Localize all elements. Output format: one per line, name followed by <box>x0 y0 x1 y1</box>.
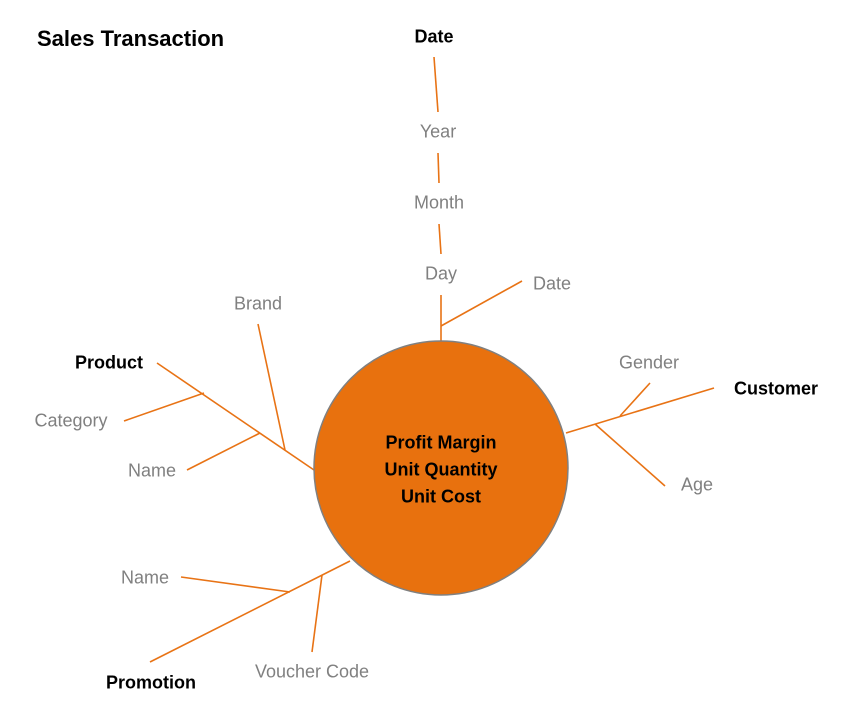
customer-age-line <box>594 423 666 487</box>
product-name-label: Name <box>127 460 177 481</box>
product-brand-line <box>257 323 286 451</box>
date-date-label: Date <box>532 273 572 294</box>
date-line-date-attr <box>440 280 523 327</box>
date-dimension-label: Date <box>414 26 454 47</box>
date-day-label: Day <box>424 263 458 284</box>
fact-measures: Profit Margin Unit Quantity Unit Cost <box>385 430 498 511</box>
customer-age-label: Age <box>680 474 714 495</box>
promotion-main-line <box>149 560 351 663</box>
measure-unit-cost: Unit Cost <box>401 486 481 507</box>
promotion-voucher-line <box>311 574 323 653</box>
product-brand-label: Brand <box>233 293 283 314</box>
product-category-label: Category <box>34 410 108 431</box>
product-category-line <box>123 392 205 422</box>
customer-gender-line <box>619 382 651 417</box>
measure-unit-quantity: Unit Quantity <box>384 459 498 480</box>
promotion-name-label: Name <box>120 567 170 588</box>
promotion-dimension-label: Promotion <box>106 672 196 693</box>
product-dimension-label: Product <box>74 352 144 373</box>
date-month-label: Month <box>413 192 465 213</box>
product-name-line <box>186 432 261 471</box>
customer-gender-label: Gender <box>618 352 680 373</box>
customer-dimension-label: Customer <box>733 378 819 399</box>
date-line-year-month <box>437 152 440 184</box>
date-line-month-day <box>438 223 442 255</box>
product-main-line <box>156 362 315 471</box>
measure-profit-margin: Profit Margin <box>385 432 497 453</box>
diagram-title: Sales Transaction <box>37 26 225 51</box>
customer-main-line <box>565 387 715 434</box>
date-year-label: Year <box>419 121 457 142</box>
fact-circle <box>313 340 569 596</box>
date-line-top <box>433 56 439 113</box>
promotion-name-line <box>180 576 291 593</box>
promotion-voucher-code-label: Voucher Code <box>254 661 370 682</box>
